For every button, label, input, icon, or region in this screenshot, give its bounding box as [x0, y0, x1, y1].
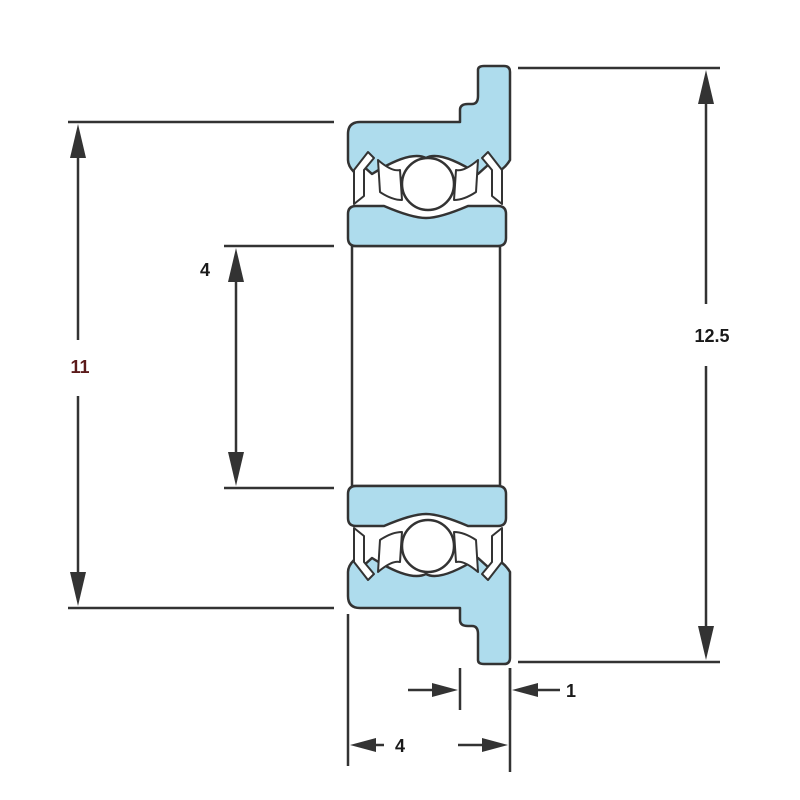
dimension-flange-width: 1 — [408, 668, 576, 710]
arrowhead-flange-width-left — [432, 683, 458, 697]
label-bore-diameter: 4 — [200, 260, 210, 280]
dimension-bore: 4 — [200, 244, 334, 490]
cage-top-left — [377, 159, 403, 201]
arrowhead-flange-bottom — [698, 626, 714, 660]
ball-top — [400, 156, 456, 212]
shield-bottom-right — [481, 527, 503, 581]
cage-top-right — [453, 159, 479, 201]
ball-bottom — [400, 518, 456, 574]
arrowhead-width-right — [482, 738, 508, 752]
label-width: 4 — [395, 736, 405, 756]
outer-ring-top — [346, 64, 512, 176]
bearing-cross-section — [346, 64, 512, 666]
shield-top-right — [481, 151, 503, 205]
outer-ring-bottom — [346, 556, 512, 666]
cage-bottom-right — [453, 531, 479, 573]
shield-top-left — [353, 151, 375, 205]
arrowhead-width-left — [350, 738, 376, 752]
arrowhead-od-top — [70, 124, 86, 158]
arrowhead-bore-bottom — [228, 452, 244, 486]
inner-ring-top — [346, 204, 508, 248]
arrowhead-od-bottom — [70, 572, 86, 606]
bore-gap — [350, 244, 502, 488]
dimension-outer-diameter: 11 — [68, 120, 334, 610]
label-flange-diameter: 12.5 — [694, 326, 729, 346]
cage-bottom-left — [377, 531, 403, 573]
inner-ring-bottom — [346, 484, 508, 528]
arrowhead-bore-top — [228, 248, 244, 282]
label-outer-diameter: 11 — [70, 357, 89, 377]
arrowhead-flange-top — [698, 70, 714, 104]
arrowhead-flange-width-right — [512, 683, 538, 697]
shield-bottom-left — [353, 527, 375, 581]
dimension-width: 4 — [346, 614, 512, 772]
label-flange-width: 1 — [566, 681, 576, 701]
dimension-flange-diameter: 12.5 — [518, 66, 730, 664]
